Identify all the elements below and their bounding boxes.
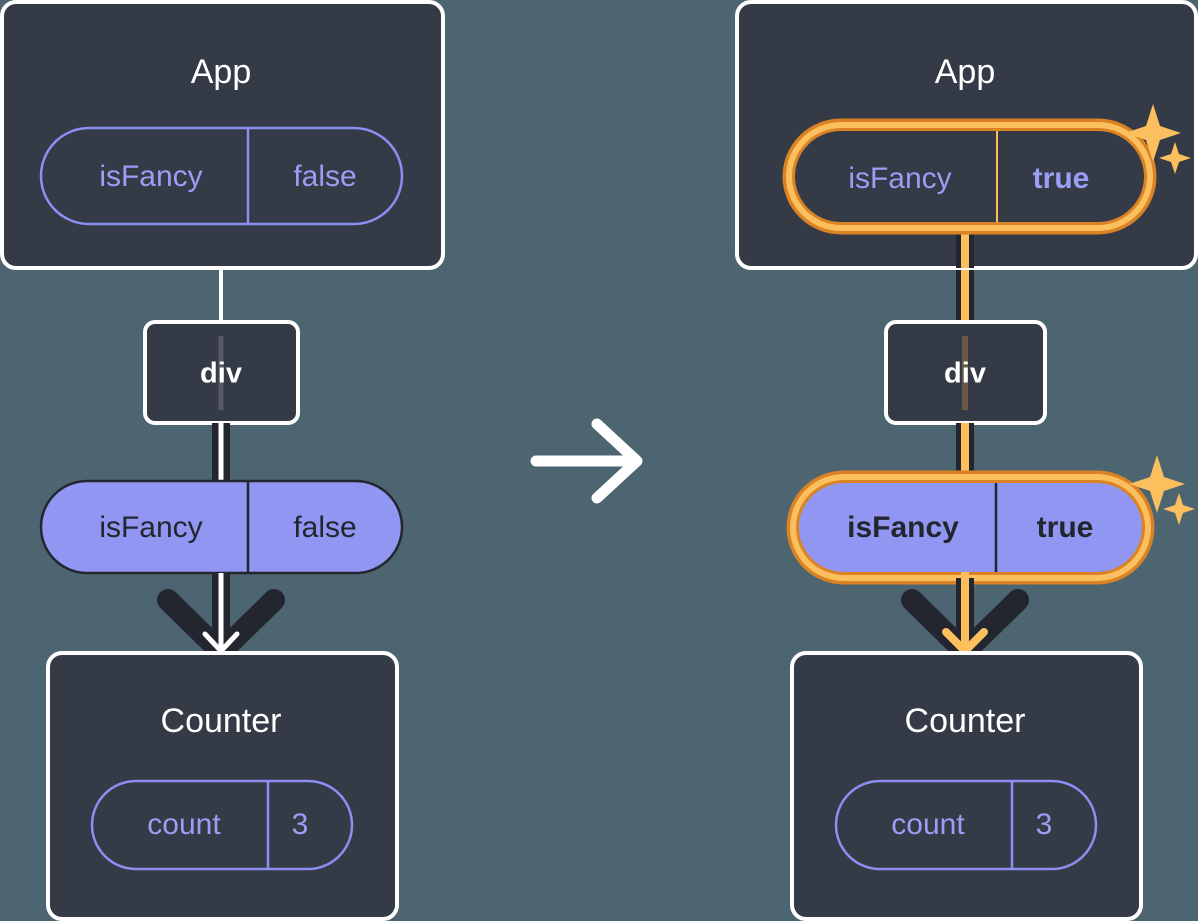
left-counter-pill-shape [90, 779, 354, 871]
right-prop-pill-fill [799, 483, 1142, 572]
sparkles-icon [1129, 455, 1195, 525]
left-app-pill-value: false [293, 160, 356, 193]
left-app-title: App [191, 53, 252, 91]
left-app-pill-key: isFancy [99, 160, 202, 193]
right-counter-title: Counter [905, 702, 1026, 740]
left-prop-pill-value: false [293, 511, 356, 544]
right-prop-pill-value: true [1037, 511, 1094, 544]
right-counter-pill-shape [834, 779, 1098, 871]
left-counter-card [46, 651, 399, 921]
right-counter-pill-key: count [891, 808, 965, 841]
left-div-label: div [200, 358, 242, 390]
sparkle-large-icon [1129, 455, 1185, 513]
right-app-pill-fill [795, 131, 1144, 222]
sparkle-large-icon [1125, 104, 1181, 162]
left-arrow-to-counter [157, 573, 285, 663]
right-app-pill-key: isFancy [848, 162, 951, 195]
left-div-node: div [143, 320, 300, 425]
left-counter-state-pill: count 3 [90, 779, 354, 871]
right-div-node: div [884, 320, 1047, 425]
right-diagram: App isFancy true [735, 0, 1198, 921]
left-app-state-pill: isFancy false [39, 126, 404, 226]
sparkle-small-icon [1163, 493, 1195, 525]
right-counter-pill-value: 3 [1036, 808, 1053, 841]
left-counter-pill-key: count [147, 808, 221, 841]
transition-arrow [530, 418, 643, 504]
right-app-pill-value: true [1033, 162, 1090, 195]
right-app-state-pill: isFancy true [782, 104, 1191, 235]
left-app-pill-shape [39, 126, 404, 226]
left-prop-pill-key: isFancy [99, 511, 202, 544]
right-div-label: div [944, 358, 986, 390]
right-prop-pill: isFancy true [786, 455, 1195, 585]
right-counter-card [790, 651, 1143, 921]
arrow-right-icon [530, 418, 643, 504]
left-app-card [0, 0, 445, 270]
right-prop-pill-key: isFancy [847, 511, 959, 544]
right-counter-state-pill: count 3 [834, 779, 1098, 871]
left-counter-title: Counter [161, 702, 282, 740]
left-prop-pill: isFancy false [39, 479, 404, 575]
right-app-pill-ring-inner [786, 122, 1153, 231]
left-counter-pill-value: 3 [292, 808, 309, 841]
right-app-title: App [935, 53, 996, 91]
sparkle-small-icon [1159, 142, 1191, 174]
left-diagram: App isFancy false div isFancy [0, 0, 445, 921]
sparkles-icon [1125, 104, 1191, 174]
